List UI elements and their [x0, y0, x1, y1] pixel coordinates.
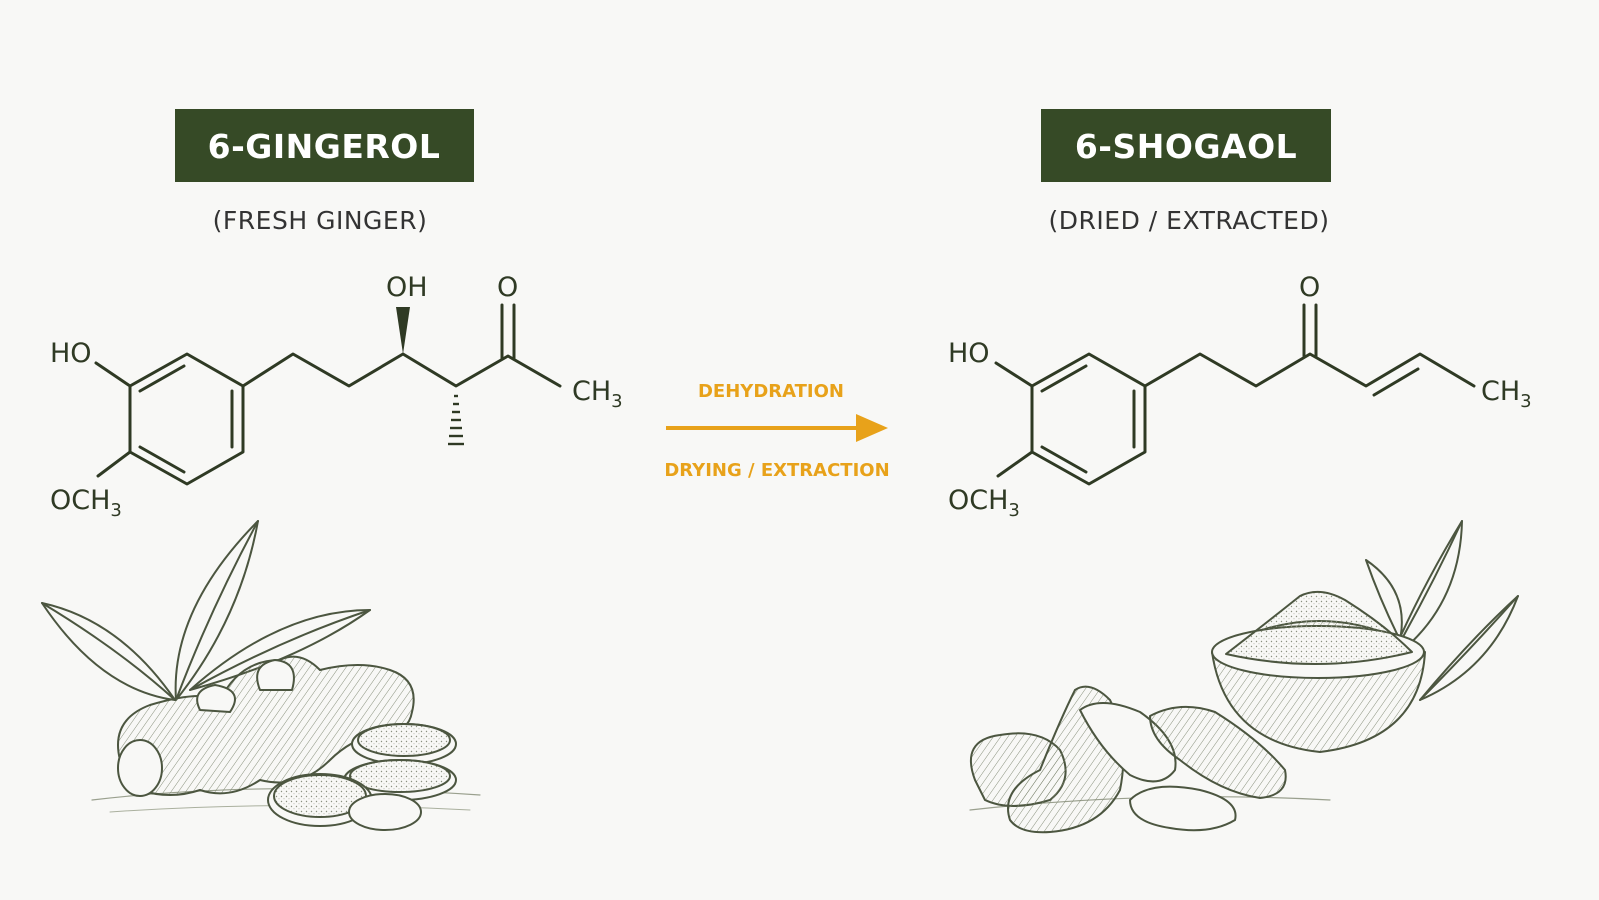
shogaol-title-box — [1041, 109, 1331, 182]
arrow-right-icon — [666, 414, 888, 442]
gingerol-hash-bond — [448, 394, 464, 446]
shogaol-subtitle: (DRIED / EXTRACTED) — [1049, 206, 1330, 235]
gingerol-structure — [94, 303, 562, 486]
gingerol-ch3-label: CH3 — [572, 376, 623, 412]
gingerol-ho-label: HO — [50, 338, 92, 369]
fresh-ginger-root-icon — [41, 520, 481, 831]
gingerol-title: 6-GINGEROL — [208, 127, 441, 166]
shogaol-och3-label: OCH3 — [948, 485, 1020, 521]
gingerol-o-label: O — [497, 272, 518, 303]
reaction-arrow-group: DEHYDRATION DRYING / EXTRACTION — [664, 381, 889, 481]
gingerol-wedge-bond — [396, 307, 410, 354]
shogaol-title: 6-SHOGAOL — [1075, 127, 1297, 166]
shogaol-o-label: O — [1299, 272, 1320, 303]
dehydration-label: DEHYDRATION — [698, 381, 844, 402]
shogaol-structure — [994, 303, 1476, 486]
dried-ginger-powder-bowl-icon — [969, 520, 1519, 834]
gingerol-oh-label: OH — [386, 272, 428, 303]
drying-extraction-label: DRYING / EXTRACTION — [664, 460, 889, 481]
shogaol-panel: 6-SHOGAOL (DRIED / EXTRACTED) HO O OCH3 … — [948, 109, 1532, 834]
gingerol-och3-label: OCH3 — [50, 485, 122, 521]
shogaol-ch3-label: CH3 — [1481, 376, 1532, 412]
shogaol-ho-label: HO — [948, 338, 990, 369]
gingerol-panel: 6-GINGEROL (FRESH GINGER) — [41, 109, 623, 831]
gingerol-title-box — [175, 109, 474, 182]
gingerol-subtitle: (FRESH GINGER) — [213, 206, 428, 235]
